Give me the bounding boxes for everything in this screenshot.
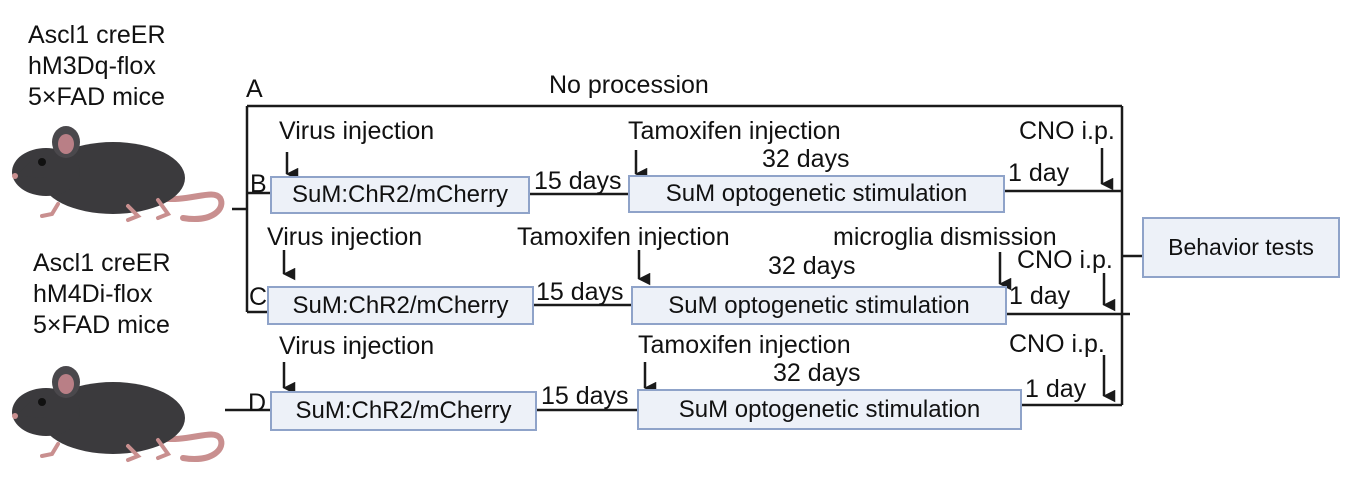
mouse-icon (12, 366, 225, 462)
group-c-chr2-box: SuM:ChR2/mCherry (267, 286, 534, 325)
group-c-tamoxifen-label: Tamoxifen injection (517, 223, 730, 251)
group-b-gap2-label: 32 days (762, 145, 850, 173)
mouse-icon (12, 126, 225, 222)
group-c-gap1-label: 15 days (536, 278, 624, 306)
mouse-group-2-label: Ascl1 creER hM4Di-flox 5×FAD mice (33, 248, 171, 341)
group-c-gap2-label: 32 days (768, 252, 856, 280)
group-b-gap1-label: 15 days (534, 167, 622, 195)
group-b-tamoxifen-label: Tamoxifen injection (628, 117, 841, 145)
group-b-letter: B (250, 170, 267, 198)
group-a-text: No procession (549, 71, 709, 99)
group-c-letter: C (249, 283, 268, 311)
group-b-optogenetic-box: SuM optogenetic stimulation (628, 175, 1005, 213)
group-b-gap3-label: 1 day (1008, 159, 1070, 187)
mouse-group-2-line3: 5×FAD mice (33, 311, 170, 339)
group-d-cno-label: CNO i.p. (1009, 330, 1105, 358)
group-c-optogenetic-box: SuM optogenetic stimulation (631, 286, 1007, 325)
group-c-gap3-label: 1 day (1009, 282, 1071, 310)
group-d-gap3-label: 1 day (1025, 375, 1087, 403)
mouse-group-1-line3: 5×FAD mice (28, 83, 165, 111)
mouse-group-1-line1: Ascl1 creER (28, 21, 166, 49)
group-b-cno-label: CNO i.p. (1019, 117, 1115, 145)
group-d-gap2-label: 32 days (773, 359, 861, 387)
group-d-letter: D (248, 389, 267, 417)
group-a-letter: A (246, 75, 263, 103)
group-c-microglia-label: microglia dismission (833, 223, 1057, 251)
group-b-chr2-box: SuM:ChR2/mCherry (270, 176, 530, 214)
group-d-gap1-label: 15 days (541, 382, 629, 410)
group-d-optogenetic-box: SuM optogenetic stimulation (637, 389, 1022, 430)
group-c-cno-label: CNO i.p. (1017, 246, 1113, 274)
group-d-tamoxifen-label: Tamoxifen injection (638, 331, 851, 359)
group-d-virus-label: Virus injection (279, 332, 435, 360)
group-c-virus-label: Virus injection (267, 223, 423, 251)
mouse-group-2-line2: hM4Di-flox (33, 280, 153, 308)
group-d-chr2-box: SuM:ChR2/mCherry (270, 391, 537, 431)
mouse-group-2-line1: Ascl1 creER (33, 249, 171, 277)
mouse-group-1-line2: hM3Dq-flox (28, 52, 156, 80)
mouse-group-1-label: Ascl1 creER hM3Dq-flox 5×FAD mice (28, 20, 166, 113)
group-b-virus-label: Virus injection (279, 117, 435, 145)
behavior-tests-box: Behavior tests (1142, 217, 1340, 278)
